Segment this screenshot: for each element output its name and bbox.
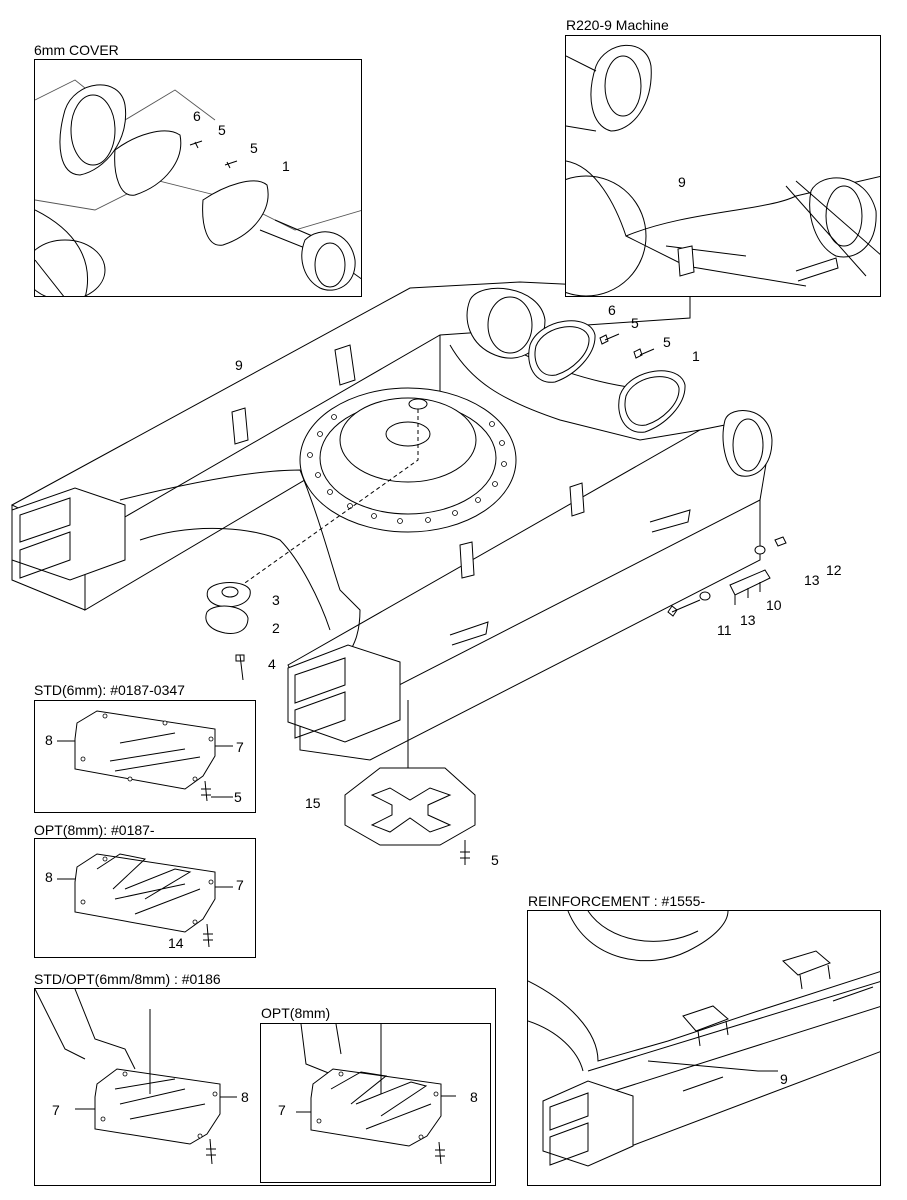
inset-title-opt8-sub: OPT(8mm) (261, 1005, 331, 1021)
inset-title-reinforcement: REINFORCEMENT : #1555- (528, 893, 706, 909)
callout-6-main: 6 (608, 302, 616, 318)
callout-8-std6: 8 (45, 732, 53, 748)
callout-13-main-a: 13 (804, 572, 820, 588)
callout-12-main: 12 (826, 562, 842, 578)
inset-6mm-cover-drawing (35, 79, 361, 296)
callout-5-main-c: 5 (491, 852, 499, 868)
inset-std-opt: OPT(8mm) (34, 988, 496, 1186)
callout-2-main: 2 (272, 620, 280, 636)
callout-5-main-b: 5 (663, 334, 671, 350)
callout-6-inset-cover: 6 (193, 108, 201, 124)
inset-opt-8mm (34, 838, 256, 958)
inset-reinforcement-drawing (528, 911, 880, 1167)
inset-title-r220: R220-9 Machine (566, 17, 669, 33)
callout-7-opt8: 7 (236, 877, 244, 893)
callout-5-inset-cover-a: 5 (218, 122, 226, 138)
inset-title-std6: STD(6mm): #0187-0347 (34, 682, 185, 698)
callout-1-inset-cover: 1 (282, 158, 290, 174)
inset-title-6mm-cover: 6mm COVER (34, 42, 119, 58)
inset-6mm-cover (34, 59, 362, 297)
callout-7-opt8-sub: 7 (278, 1102, 286, 1118)
callout-9-main: 9 (235, 357, 243, 373)
callout-1-main: 1 (692, 348, 700, 364)
inset-r220-drawing (566, 44, 880, 296)
callout-15-main: 15 (305, 795, 321, 811)
inset-opt8-drawing (57, 853, 233, 948)
inset-opt-8mm-sub (260, 1023, 491, 1183)
callout-5-main-a: 5 (631, 315, 639, 331)
callout-5-inset-cover-b: 5 (250, 140, 258, 156)
callout-11-main: 11 (717, 622, 732, 638)
callout-7-stdopt: 7 (52, 1102, 60, 1118)
ring-bolt-holes (307, 414, 507, 524)
callout-10-main: 10 (766, 597, 782, 613)
callout-14-opt8: 14 (168, 935, 184, 951)
inset-std6-drawing (57, 710, 233, 802)
callout-8-opt8-sub: 8 (470, 1089, 478, 1105)
inset-reinforcement (527, 910, 881, 1186)
inset-stdopt-drawing (35, 989, 237, 1165)
inset-opt8-sub-drawing (296, 1024, 456, 1165)
callout-5-std6: 5 (234, 789, 242, 805)
callout-7-std6: 7 (236, 739, 244, 755)
inset-std-6mm (34, 700, 256, 813)
callout-4-main: 4 (268, 656, 276, 672)
callout-3-main: 3 (272, 592, 280, 608)
callout-9-inset-r220: 9 (678, 174, 686, 190)
callout-13-main-b: 13 (740, 612, 756, 628)
callout-9-reinforcement: 9 (780, 1071, 788, 1087)
callout-8-opt8: 8 (45, 869, 53, 885)
callout-8-stdopt: 8 (241, 1089, 249, 1105)
inset-title-opt8: OPT(8mm): #0187- (34, 822, 155, 838)
inset-r220-9-machine (565, 35, 881, 297)
inset-title-stdopt: STD/OPT(6mm/8mm) : #0186 (34, 971, 221, 987)
